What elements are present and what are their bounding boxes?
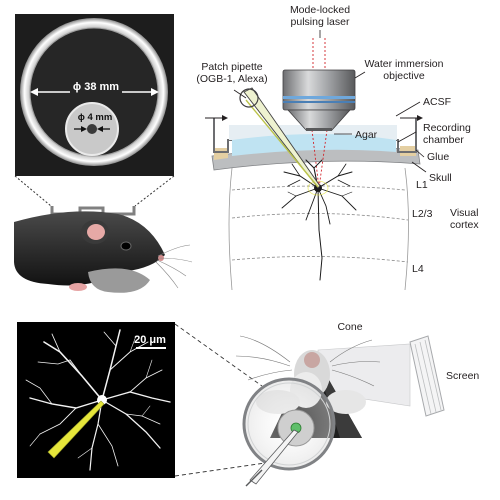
glue-label: Glue — [427, 151, 449, 163]
agar-label: Agar — [355, 129, 378, 141]
outer-diameter-label: ϕ 38 mm — [73, 81, 119, 93]
cone-label: Cone — [337, 321, 362, 333]
mouse-illustration — [14, 206, 193, 293]
neuron-image-panel: 20 μm — [17, 322, 175, 478]
magnifier-circle — [242, 377, 336, 471]
screen-icon — [409, 335, 445, 417]
inner-diameter-label: ϕ 4 mm — [78, 112, 113, 123]
screen-label: Screen — [446, 370, 479, 382]
scale-bar-label: 20 μm — [134, 334, 166, 346]
fluorescent-neuron — [25, 329, 171, 471]
stimulus-setup: Cone Screen — [235, 321, 479, 487]
microscope-objective — [282, 69, 356, 131]
window-hole — [87, 124, 97, 134]
layer-l4-label: L4 — [412, 263, 424, 275]
patch-pipette — [239, 87, 321, 189]
layer-l23-label: L2/3 — [412, 208, 433, 220]
layer-l1-label: L1 — [416, 179, 428, 191]
skull-label: Skull — [429, 172, 452, 184]
pipette-fluorescent — [47, 400, 105, 459]
acsf-label: ACSF — [423, 96, 451, 108]
agar-layer — [232, 134, 396, 156]
cranial-window-photo: ϕ 38 mm ϕ 4 mm — [15, 14, 174, 176]
neuron — [281, 159, 357, 281]
pipette-label: Patch pipette(OGB-1, Alexa) — [196, 61, 267, 85]
